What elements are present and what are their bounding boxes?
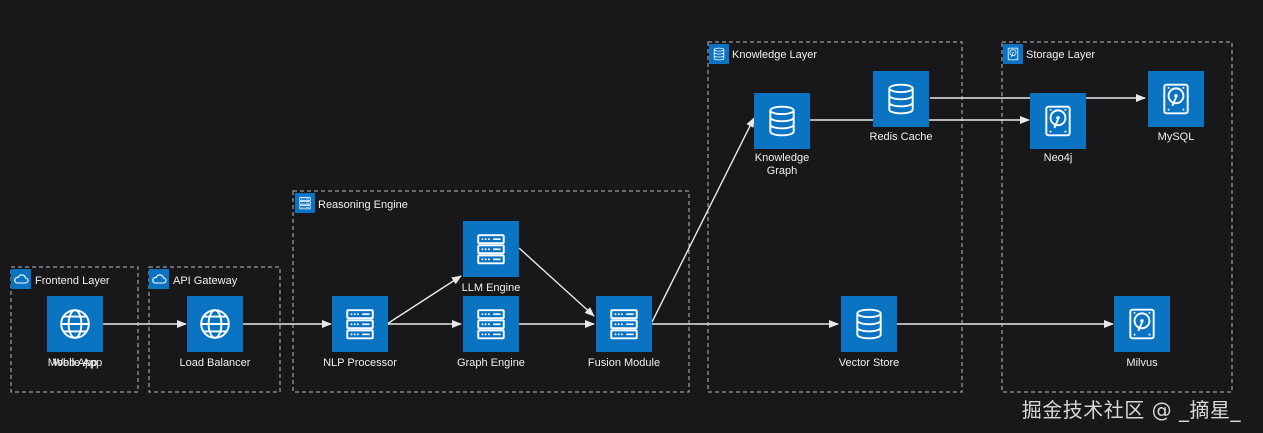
node-fusion-module[interactable]: Fusion Module	[588, 296, 660, 369]
node-label-llm: LLM Engine	[462, 282, 521, 294]
group-label-storage: Storage Layer	[1026, 49, 1095, 61]
group-label-knowledge: Knowledge Layer	[732, 49, 817, 61]
watermark: 掘金技术社区 @ _摘星_	[1021, 398, 1241, 422]
node-label-fusion: Fusion Module	[588, 357, 660, 369]
cloud-icon	[149, 269, 169, 289]
group-knowledge-layer: Knowledge Layer	[707, 41, 963, 393]
node-label-kg-line1: Knowledge	[755, 152, 809, 164]
group-label-frontend: Frontend Layer	[35, 275, 110, 287]
node-milvus[interactable]: Milvus	[1114, 296, 1170, 369]
edges	[103, 94, 1146, 328]
node-label-redis: Redis Cache	[870, 131, 933, 143]
edge-llm-to-fusion	[518, 247, 595, 317]
node-vector-store[interactable]: Vector Store	[839, 296, 900, 369]
group-label-api: API Gateway	[173, 275, 238, 287]
node-mysql[interactable]: MySQL	[1148, 71, 1204, 143]
node-label-mobile-app: Mobile App	[48, 357, 102, 369]
node-label-milvus: Milvus	[1126, 357, 1158, 369]
edge-nlp-to-llm	[386, 275, 462, 325]
group-reasoning-engine: Reasoning Engine	[292, 190, 690, 393]
node-redis-cache[interactable]: Redis Cache	[870, 71, 933, 143]
node-label-graph-engine: Graph Engine	[457, 357, 525, 369]
node-label-neo4j: Neo4j	[1044, 152, 1073, 164]
group-frontend-layer: Frontend Layer	[10, 266, 139, 393]
node-nlp-processor[interactable]: NLP Processor	[323, 296, 397, 369]
edge-fusion-to-kg	[651, 117, 755, 323]
node-knowledge-graph[interactable]: Knowledge Graph	[754, 93, 810, 177]
cloud-icon	[11, 269, 31, 289]
node-web-app[interactable]: Web App Mobile App	[47, 296, 103, 369]
node-graph-engine[interactable]: Graph Engine	[457, 296, 525, 369]
server-icon	[295, 193, 315, 213]
node-label-nlp: NLP Processor	[323, 357, 397, 369]
node-load-balancer[interactable]: Load Balancer	[180, 296, 251, 369]
node-label-kg-line2: Graph	[767, 165, 798, 177]
node-label-web-app: Web App	[53, 357, 97, 369]
node-label-vector: Vector Store	[839, 357, 900, 369]
group-storage-layer: Storage Layer	[1001, 41, 1233, 393]
group-api-gateway: API Gateway	[148, 266, 281, 393]
node-label-mysql: MySQL	[1158, 131, 1195, 143]
node-llm-engine[interactable]: LLM Engine	[462, 221, 521, 294]
node-label-load-balancer: Load Balancer	[180, 357, 251, 369]
node-neo4j[interactable]: Neo4j	[1030, 93, 1086, 164]
group-label-reasoning: Reasoning Engine	[318, 199, 408, 211]
